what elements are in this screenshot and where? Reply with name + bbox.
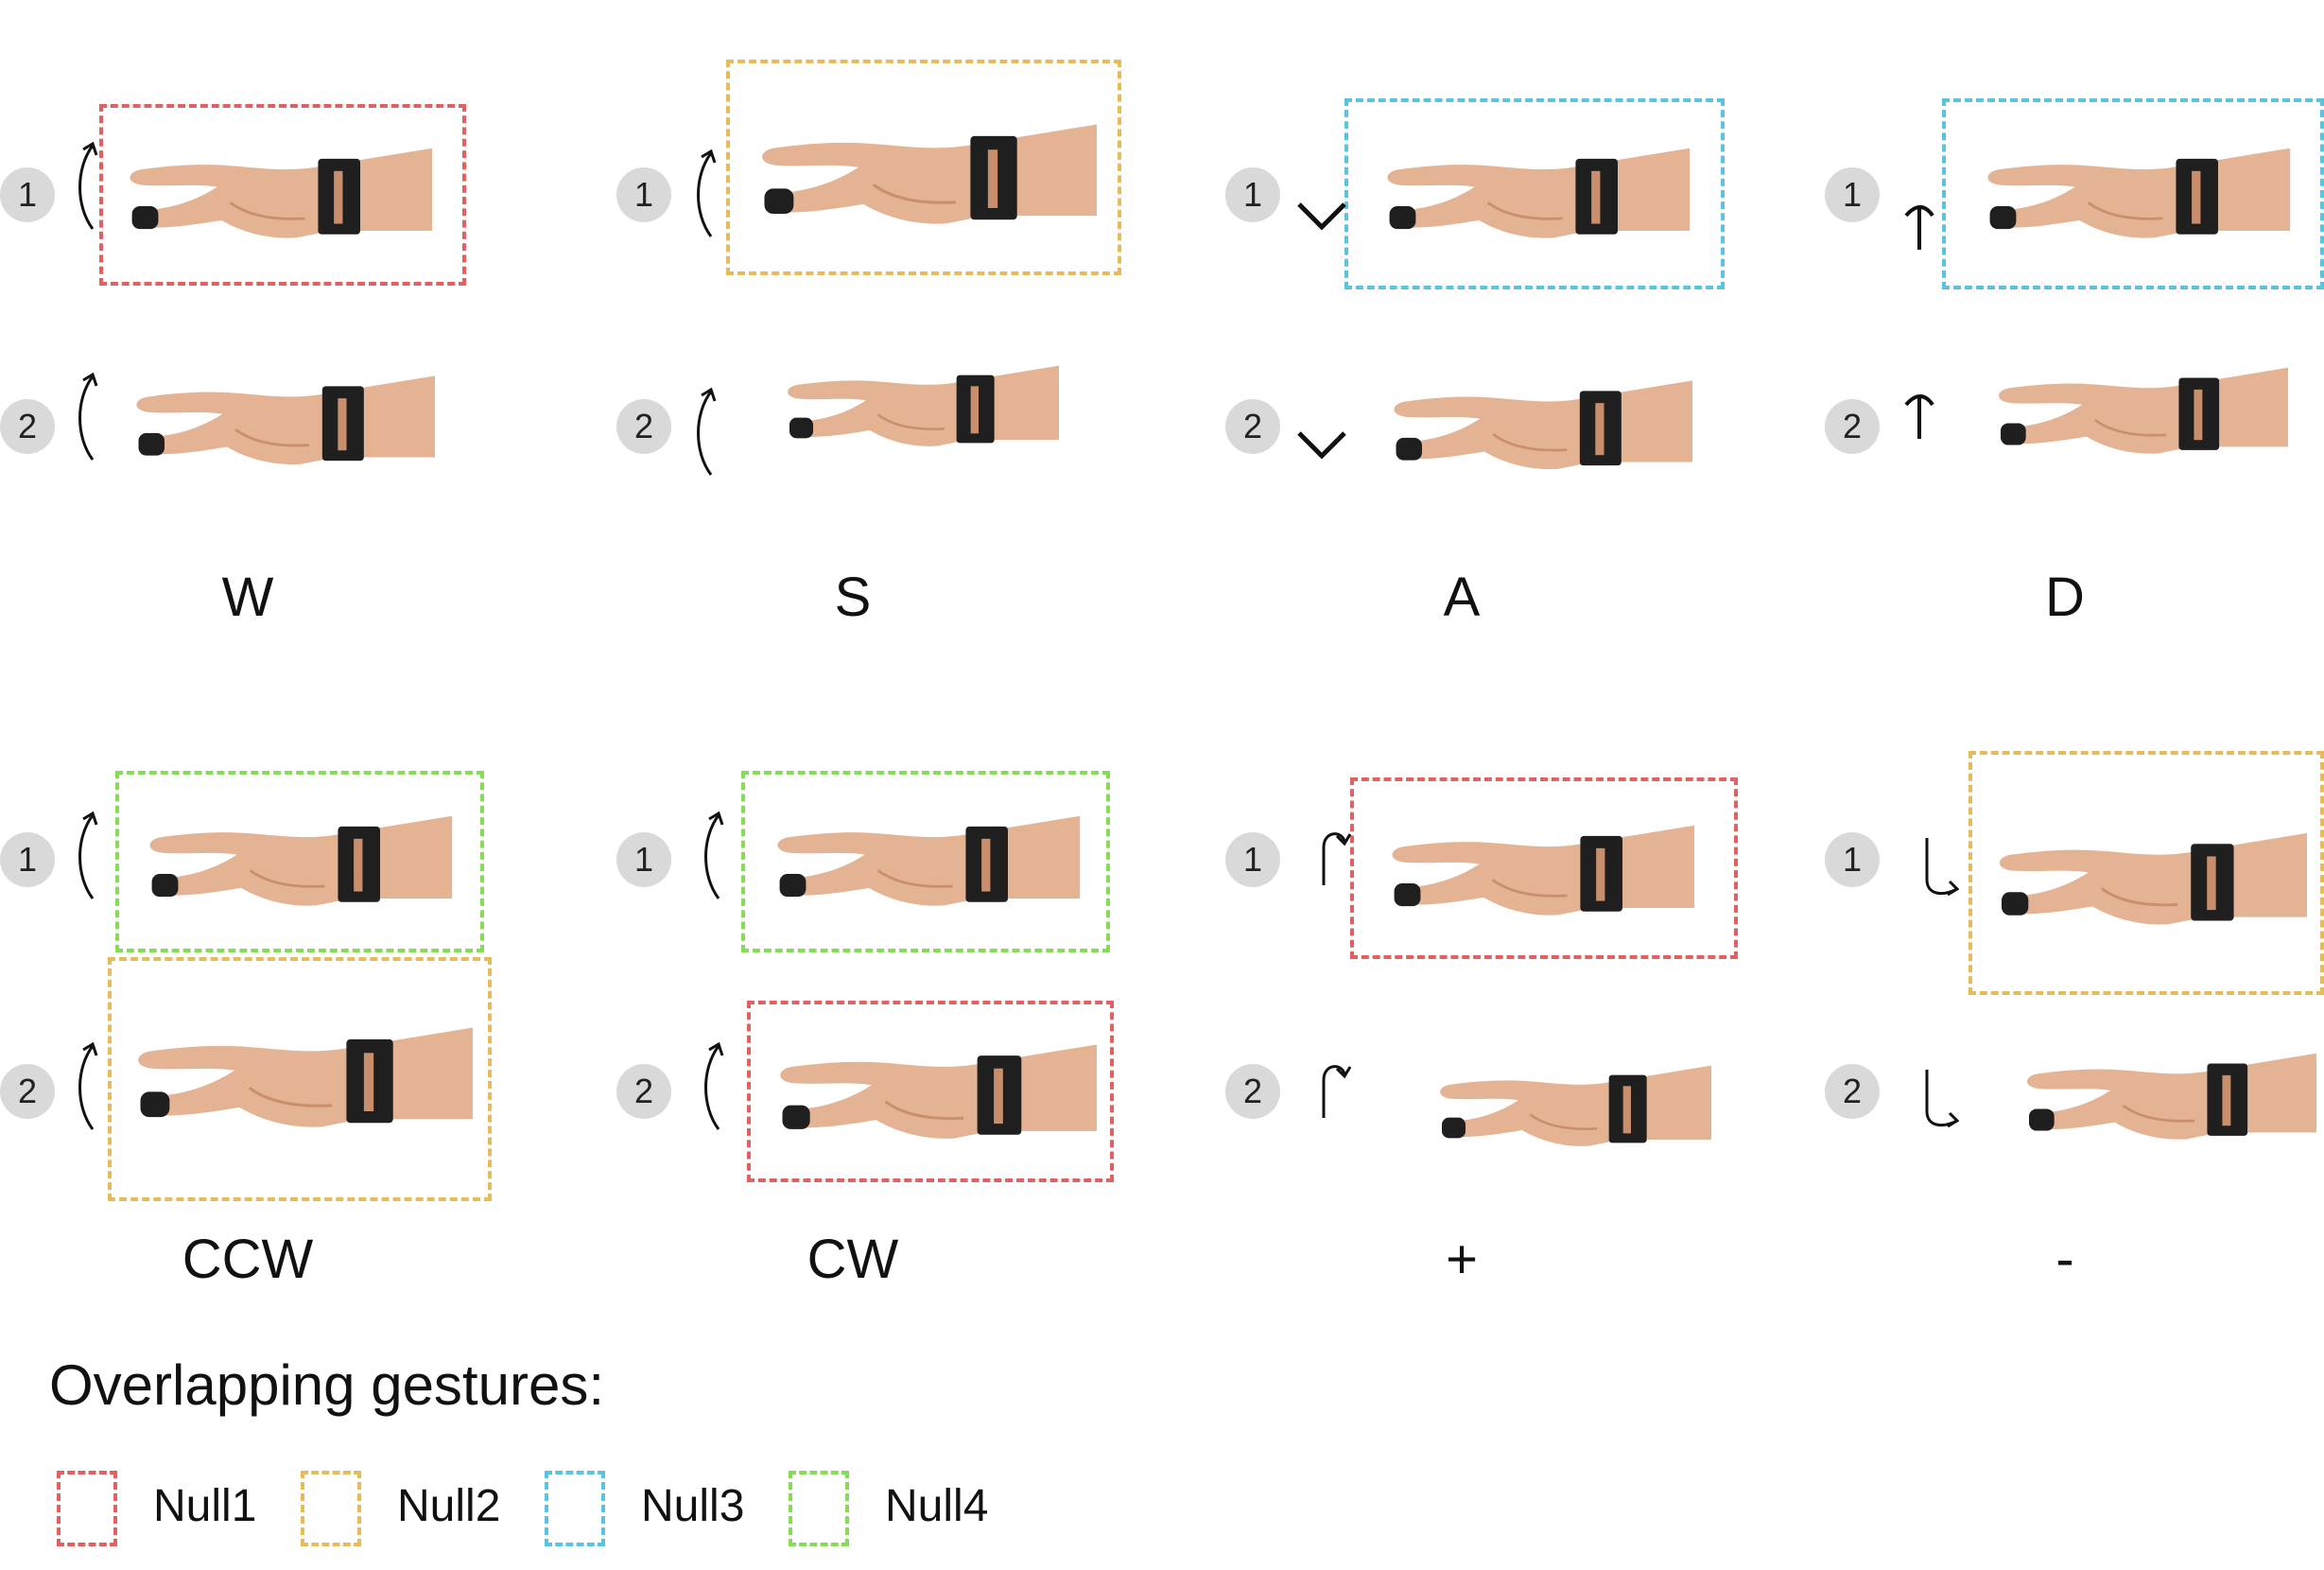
null2-box: [726, 60, 1121, 275]
step-badge: 1: [616, 832, 671, 887]
step-badge: 2: [1225, 1064, 1280, 1119]
curved-arrow-icon: [1925, 1070, 1960, 1128]
curved-arrow-icon: [72, 371, 110, 465]
null1-box: [1350, 777, 1738, 959]
step-badge: 1: [0, 832, 55, 887]
null1-box: [747, 1001, 1114, 1182]
hand-image: [756, 800, 1087, 923]
rotate-ccw-icon: [72, 1040, 110, 1135]
step-badge: 2: [0, 1064, 55, 1119]
hand-image: [747, 95, 1097, 255]
legend-label: Null1: [153, 1481, 257, 1531]
gesture-label-w: W: [221, 567, 274, 628]
legend-label: Null2: [397, 1481, 501, 1531]
curved-arrow-icon: [1322, 832, 1352, 885]
hand-image: [775, 303, 1059, 511]
null2-box: [108, 957, 492, 1201]
legend-label: Null4: [885, 1481, 989, 1531]
null4-box: [741, 771, 1110, 952]
null2-box: [1968, 751, 2324, 995]
null4-box: [115, 771, 484, 952]
hand-image: [113, 132, 435, 255]
step-badge: 1: [1225, 167, 1280, 222]
hand-image: [2014, 1021, 2316, 1173]
curved-arrow-icon: [72, 140, 110, 235]
hand-image: [1380, 340, 1692, 511]
legend-label: Null3: [641, 1481, 745, 1531]
step-badge: 1: [616, 167, 671, 222]
step-badge: 2: [1825, 399, 1880, 454]
down-arrow-icon: [1297, 431, 1346, 460]
rotate-ccw-icon: [72, 810, 110, 904]
gesture-label-d: D: [2045, 567, 2085, 628]
hand-image: [1986, 794, 2307, 965]
hand-image: [123, 984, 473, 1173]
step-badge: 2: [1825, 1064, 1880, 1119]
hand-image: [766, 1021, 1097, 1163]
gesture-label-minus: -: [2055, 1229, 2074, 1290]
curved-arrow-icon: [690, 148, 728, 242]
hand-image: [1361, 132, 1702, 255]
hand-image: [123, 350, 435, 492]
step-badge: 2: [616, 399, 671, 454]
legend-swatch: [789, 1471, 849, 1546]
hand-image: [1428, 1040, 1711, 1173]
step-badge: 1: [0, 167, 55, 222]
up-arrow-icon: [1904, 394, 1934, 439]
curved-arrow-icon: [690, 386, 728, 480]
hand-image: [1361, 810, 1711, 933]
rotate-cw-icon: [698, 1040, 736, 1135]
legend-swatch: [301, 1471, 361, 1546]
step-badge: 2: [1225, 399, 1280, 454]
step-badge: 1: [1825, 832, 1880, 887]
step-badge: 1: [1225, 832, 1280, 887]
down-arrow-icon: [1297, 202, 1346, 231]
gesture-label-cw: CW: [806, 1229, 899, 1290]
gesture-label-plus: +: [1446, 1229, 1478, 1290]
hand-image: [129, 800, 460, 923]
step-badge: 2: [616, 1064, 671, 1119]
up-arrow-icon: [1904, 205, 1934, 250]
null3-box: [1942, 98, 2324, 289]
gesture-label-a: A: [1443, 567, 1481, 628]
curved-arrow-icon: [1925, 838, 1960, 897]
gesture-label-ccw: CCW: [182, 1229, 314, 1290]
gesture-label-s: S: [834, 567, 872, 628]
rotate-cw-icon: [698, 810, 736, 904]
legend-title: Overlapping gestures:: [49, 1353, 604, 1417]
null1-box: [99, 104, 466, 286]
hand-image: [1957, 132, 2307, 255]
null3-box: [1344, 98, 1725, 289]
step-badge: 1: [1825, 167, 1880, 222]
legend-swatch: [57, 1471, 117, 1546]
curved-arrow-icon: [1322, 1065, 1352, 1118]
legend-swatch: [545, 1471, 605, 1546]
step-badge: 2: [0, 399, 55, 454]
hand-image: [1986, 350, 2288, 473]
